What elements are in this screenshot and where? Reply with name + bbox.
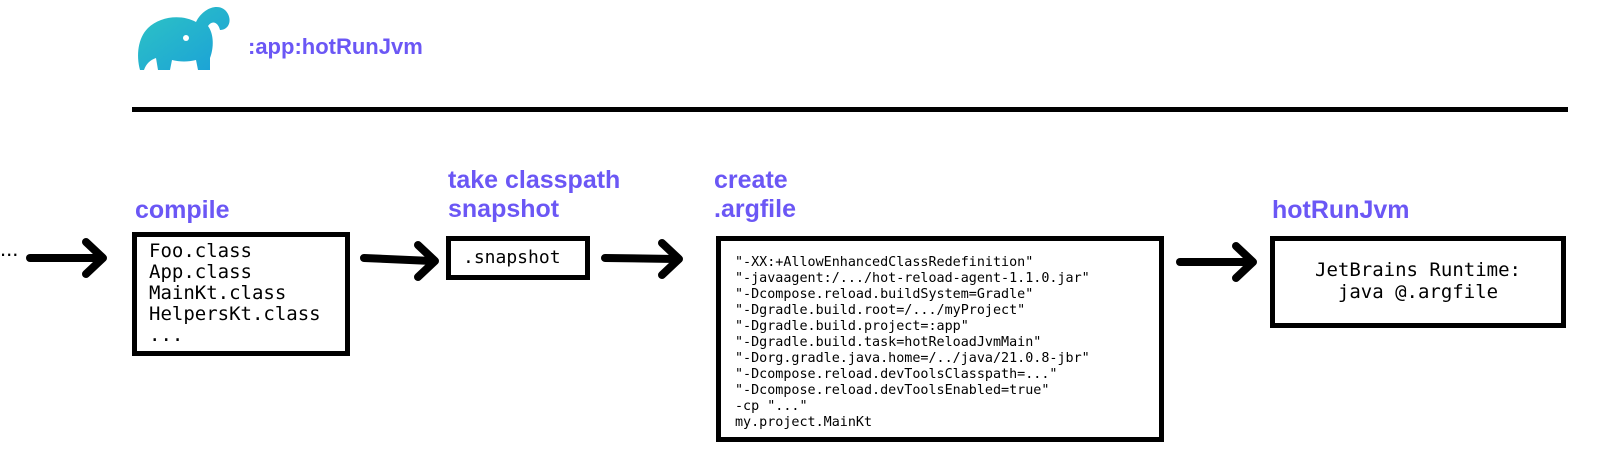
snapshot-box: .snapshot (446, 236, 590, 280)
snapshot-file: .snapshot (463, 247, 561, 268)
argfile-box: "-XX:+AllowEnhancedClassRedefinition" "-… (716, 236, 1164, 442)
leading-ellipsis: ... (0, 236, 19, 261)
compile-box: Foo.class App.class MainKt.class Helpers… (132, 232, 350, 356)
argfile-contents: "-XX:+AllowEnhancedClassRedefinition" "-… (735, 255, 1090, 430)
runtime-command: JetBrains Runtime: java @.argfile (1315, 259, 1521, 303)
runtime-box: JetBrains Runtime: java @.argfile (1270, 236, 1566, 328)
arrow-into-compile (26, 238, 107, 278)
arrow-argfile-to-runtime (1176, 242, 1257, 282)
arrow-snapshot-to-argfile (601, 239, 683, 279)
gradle-elephant-icon (138, 7, 230, 71)
step-label-hotrunjvm: hotRunJvm (1272, 196, 1410, 224)
step-label-argfile: create .argfile (714, 166, 796, 223)
compile-output: Foo.class App.class MainKt.class Helpers… (149, 240, 321, 346)
task-name: :app:hotRunJvm (248, 34, 423, 59)
arrow-compile-to-snapshot (360, 241, 439, 281)
step-label-snapshot: take classpath snapshot (448, 166, 621, 223)
step-label-compile: compile (135, 196, 230, 224)
divider-line (132, 107, 1568, 112)
